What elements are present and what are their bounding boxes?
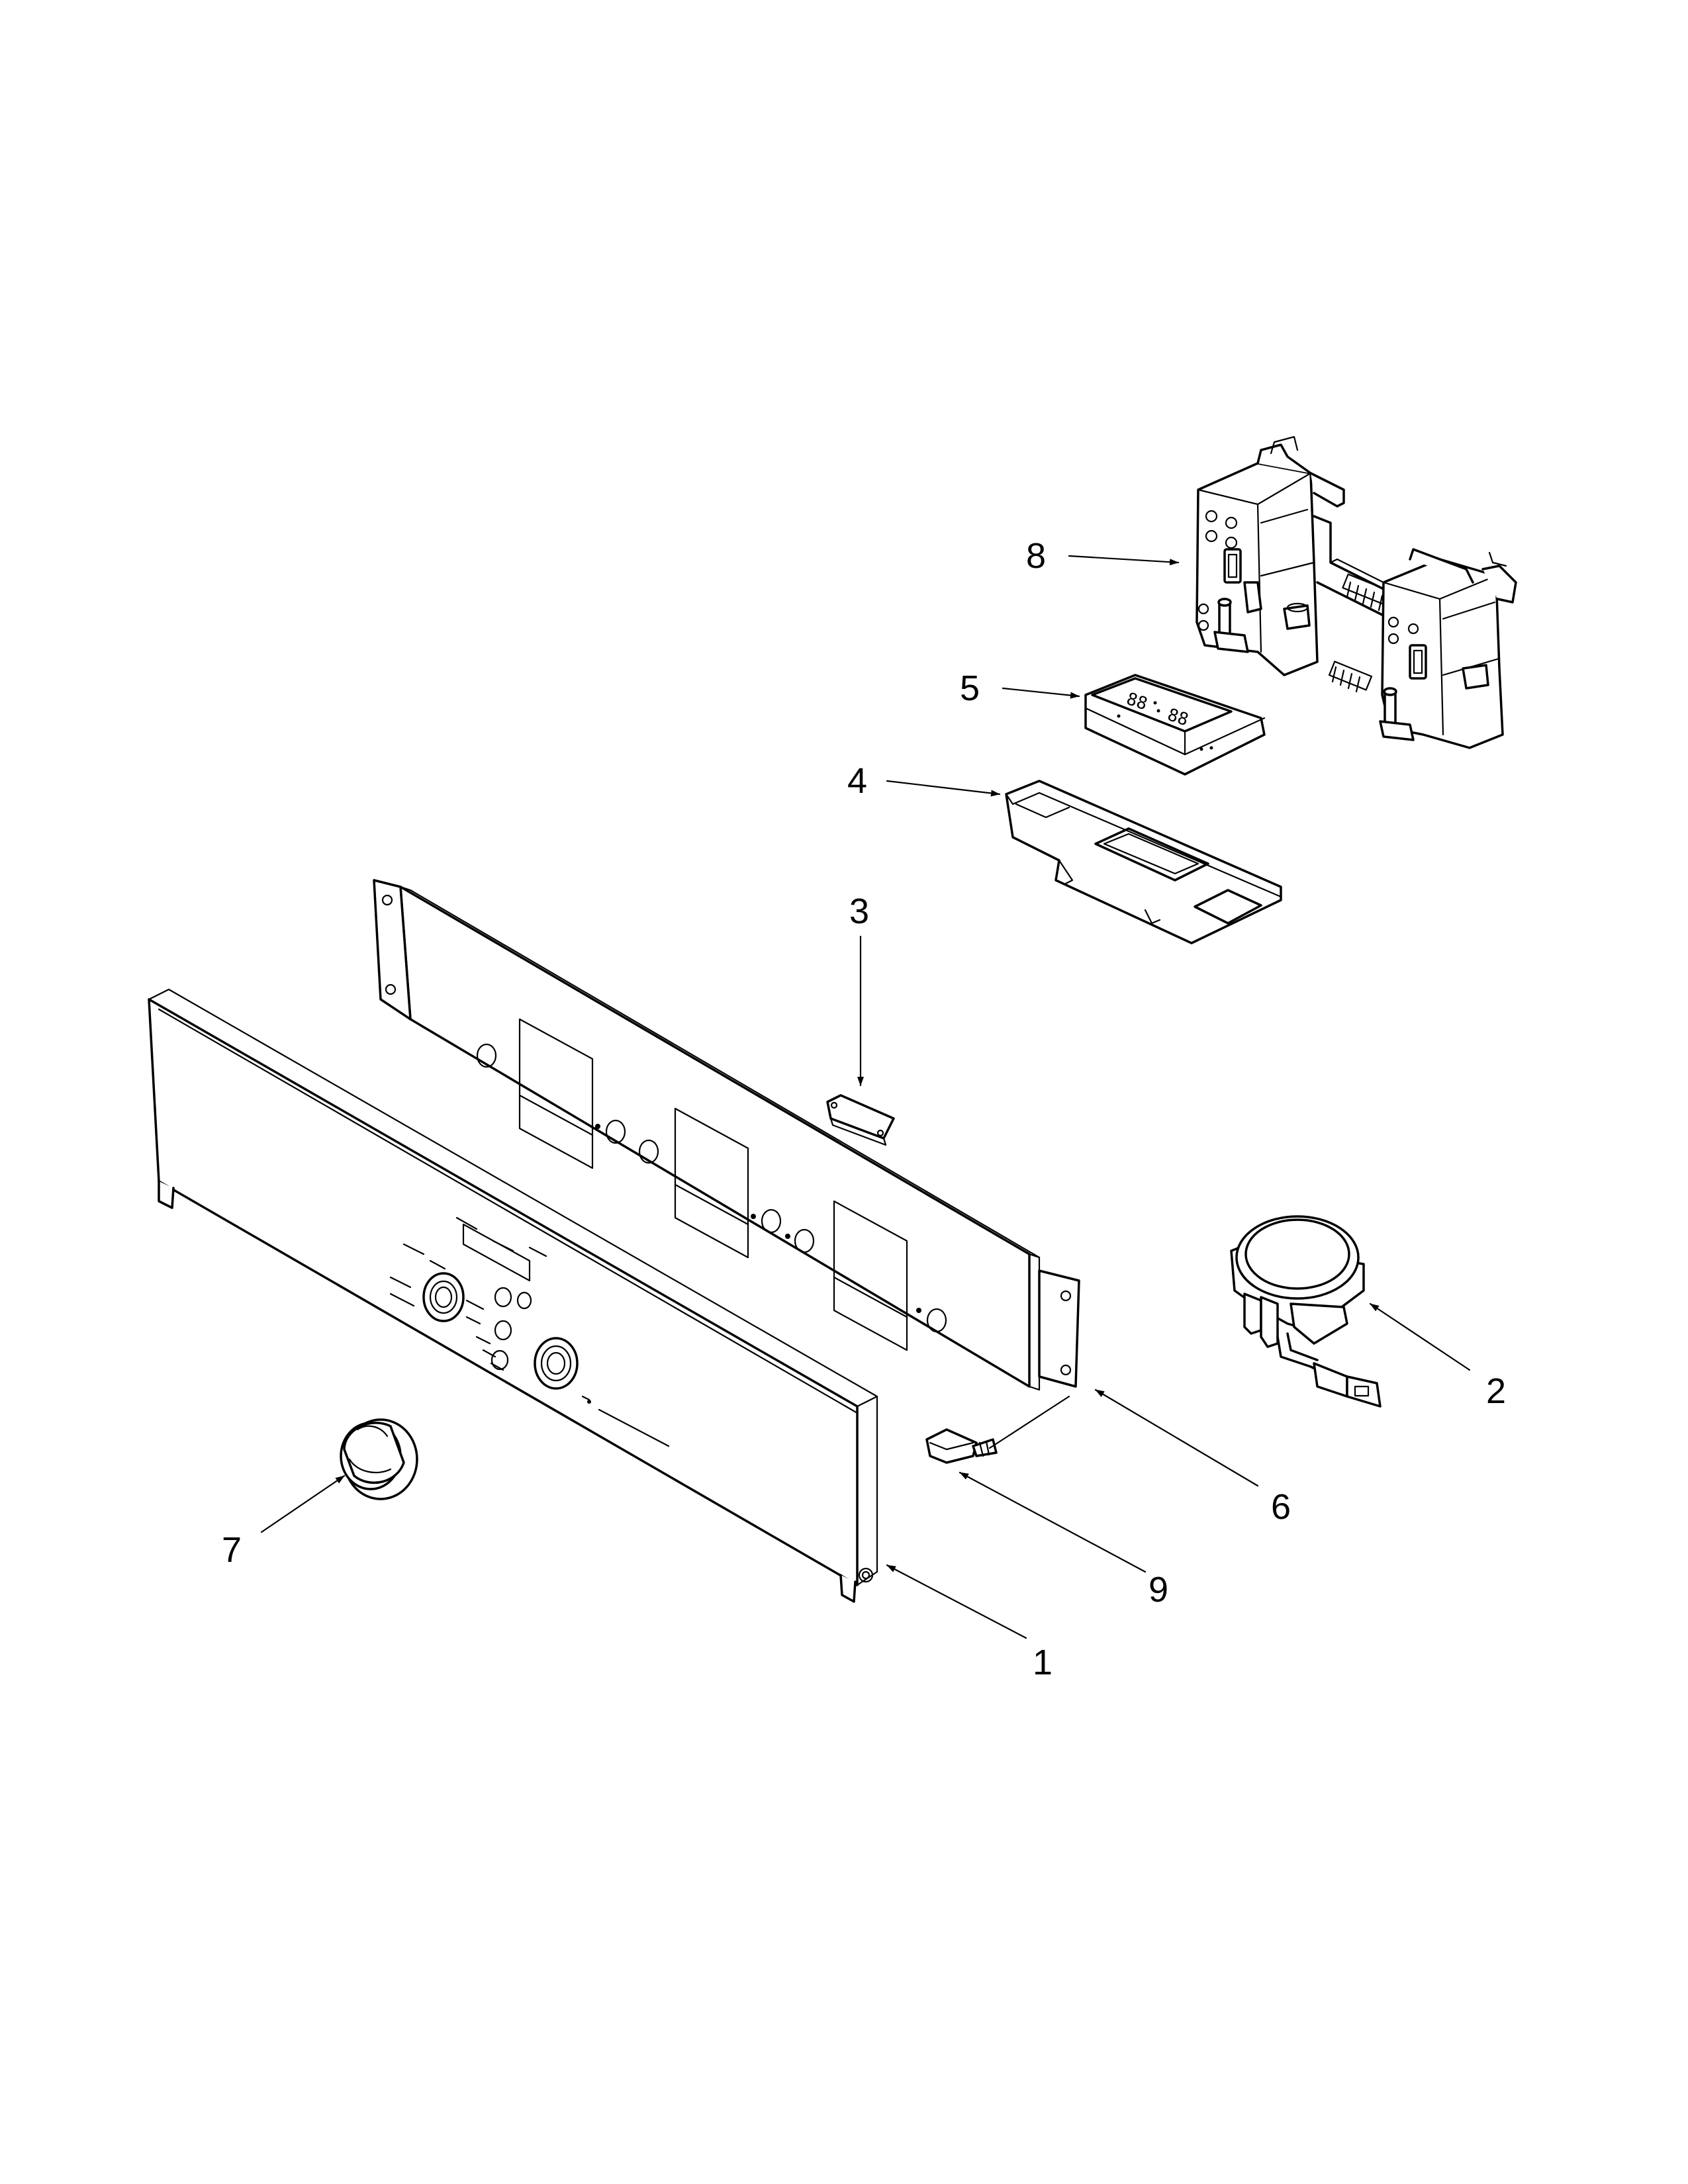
callout-4: 4 xyxy=(847,761,867,801)
callout-7: 7 xyxy=(222,1530,242,1570)
part-2-switch xyxy=(1230,1215,1382,1408)
part-8-control-module xyxy=(1196,435,1517,749)
callout-5: 5 xyxy=(960,668,980,708)
callout-9: 9 xyxy=(1149,1570,1168,1610)
spring xyxy=(1328,660,1373,693)
callout-3: 3 xyxy=(849,891,869,931)
leader-lines xyxy=(260,555,1471,1639)
part-3-small-bracket xyxy=(826,1094,895,1146)
callout-8: 8 xyxy=(1026,536,1046,576)
callout-6: 6 xyxy=(1271,1487,1291,1527)
part-1-front-panel xyxy=(148,988,878,1603)
part-4-display-bracket xyxy=(1005,780,1282,944)
part-6-rear-panel xyxy=(373,879,1080,1391)
part-9-screw xyxy=(925,1428,998,1464)
part-5-display-board: 88 88 xyxy=(1084,674,1266,776)
callout-1: 1 xyxy=(1033,1643,1053,1682)
callout-labels: 8 5 4 3 2 6 9 1 7 xyxy=(222,536,1506,1682)
part-7-knob xyxy=(340,1418,418,1500)
callout-2: 2 xyxy=(1486,1371,1506,1411)
